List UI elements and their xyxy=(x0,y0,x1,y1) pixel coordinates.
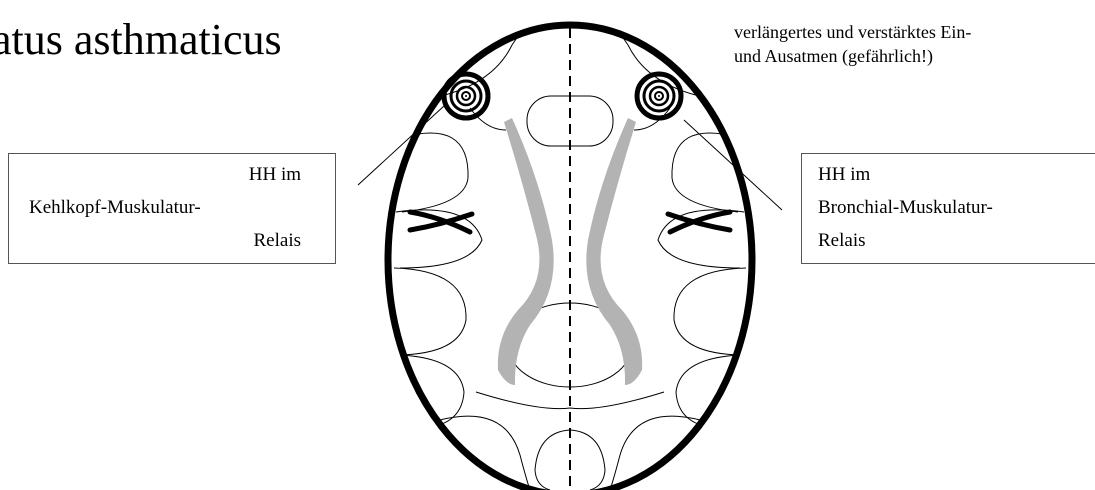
note-line-1: verlängertes und verstärktes Ein- xyxy=(734,22,972,42)
gray-stroke-right xyxy=(586,118,643,385)
brain-outline xyxy=(384,21,756,490)
target-ring-left xyxy=(441,71,491,121)
label-line-2: Kehlkopf-Muskulatur- xyxy=(29,197,201,218)
label-line-1: HH im xyxy=(818,164,871,185)
label-box-larynx: HH im Kehlkopf-Muskulatur- Relais xyxy=(8,153,336,264)
label-line-2: Bronchial-Muskulatur- xyxy=(818,197,993,218)
mark-right xyxy=(665,209,733,235)
leader-line-right xyxy=(683,119,783,211)
note-line-2: und Ausatmen (gefährlich!) xyxy=(734,46,933,66)
label-line-3: Relais xyxy=(818,230,866,251)
label-line-1: HH im xyxy=(248,164,301,185)
upper-center-shape xyxy=(526,95,614,147)
leader-line-left xyxy=(357,105,445,186)
mark-left xyxy=(407,209,475,235)
target-ring-right xyxy=(634,71,684,121)
label-line-3: Relais xyxy=(253,230,302,251)
brain-segments xyxy=(393,28,747,490)
label-box-bronchial: HH im Bronchial-Muskulatur- Relais xyxy=(801,153,1095,264)
annotation-note: verlängertes und verstärktes Ein- und Au… xyxy=(734,20,1086,68)
gray-stroke-left xyxy=(497,118,554,385)
page-title: atus asthmaticus xyxy=(0,15,282,64)
